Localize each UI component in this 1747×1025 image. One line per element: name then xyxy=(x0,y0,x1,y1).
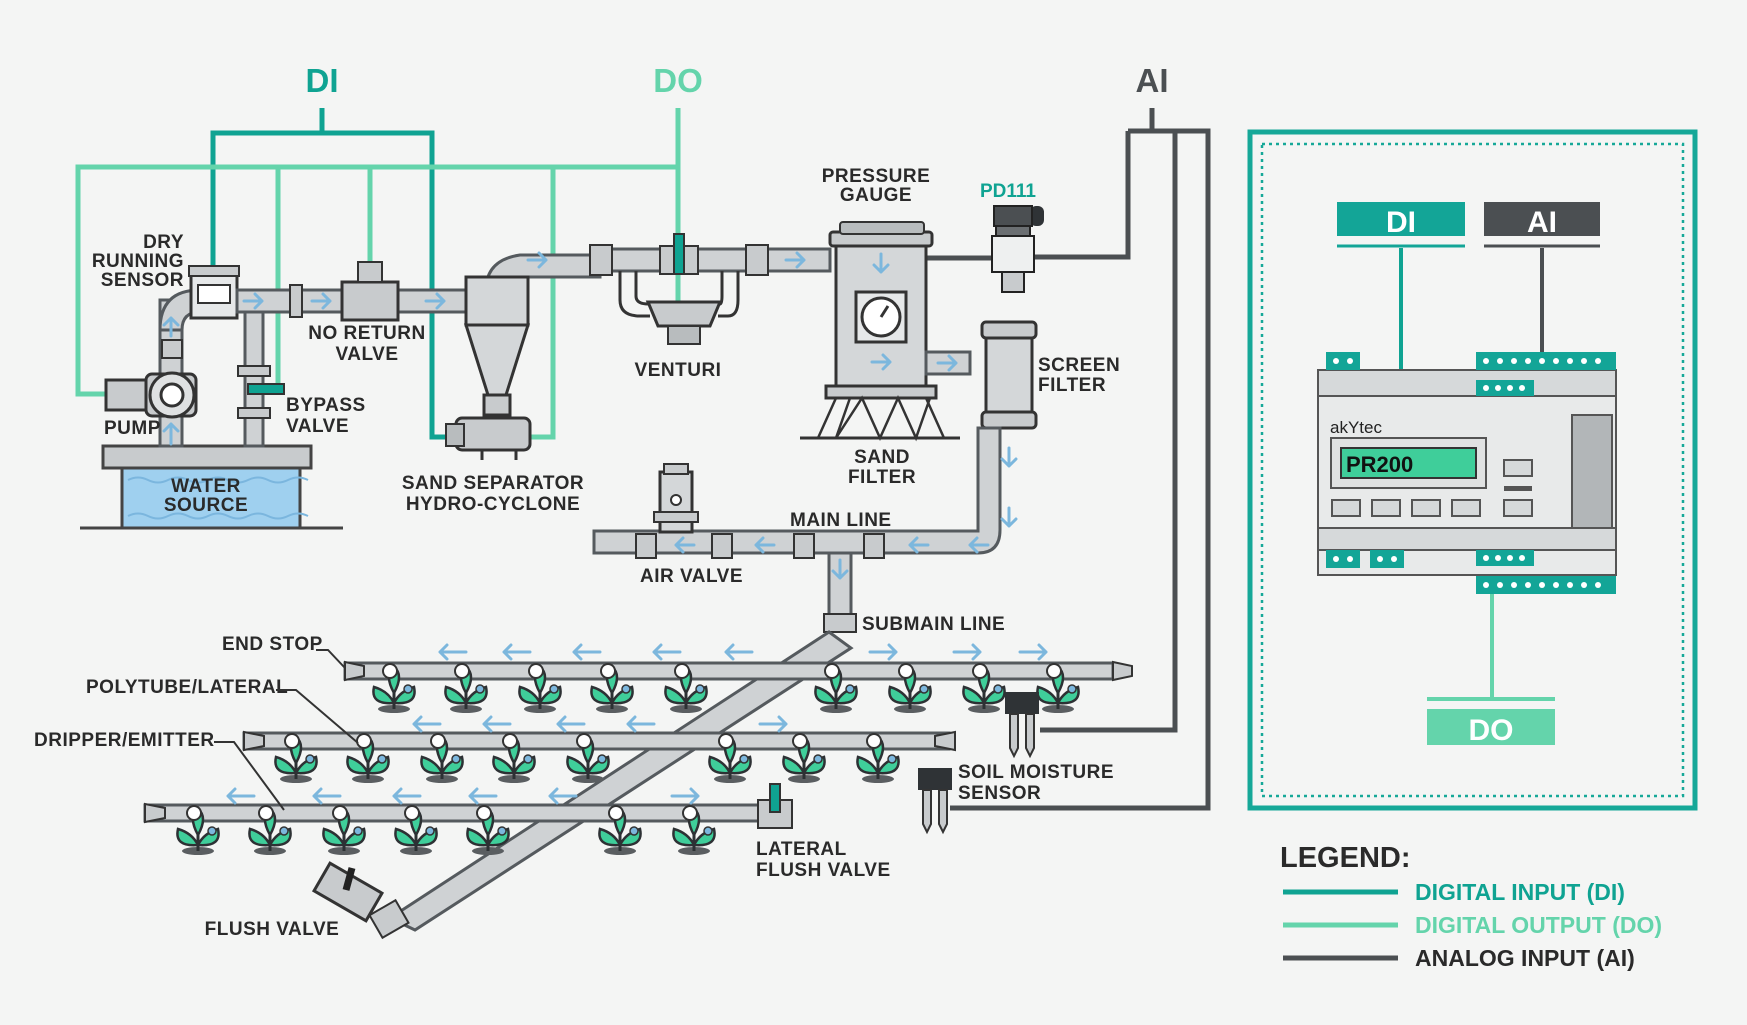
no-return-label-1: NO RETURN xyxy=(308,323,425,344)
dripper xyxy=(528,663,559,694)
lateral-flow-arrows xyxy=(226,643,1048,805)
no-return-label-2: VALVE xyxy=(335,344,398,365)
legend-item-ai: ANALOG INPUT (AI) xyxy=(1415,945,1635,971)
plant xyxy=(598,807,642,855)
dripper xyxy=(972,663,1003,694)
dry-running-sensor: DRY RUNNING SENSOR xyxy=(92,232,240,320)
polytube-label: POLYTUBE/LATERAL xyxy=(86,677,288,698)
dripper xyxy=(866,733,897,764)
lateral-flush-label-1: LATERAL xyxy=(756,839,847,860)
plants xyxy=(176,663,1080,855)
di-header: DI xyxy=(306,62,339,99)
dripper xyxy=(430,733,461,764)
air-valve-label: AIR VALVE xyxy=(640,566,743,587)
controller-brand: akYtec xyxy=(1330,418,1382,437)
dripper xyxy=(682,805,713,836)
soil-moisture-label-1: SOIL MOISTURE xyxy=(958,762,1114,783)
pressure-gauge-label-2: GAUGE xyxy=(840,185,912,206)
bypass-label-2: VALVE xyxy=(286,416,349,437)
dripper xyxy=(1046,663,1077,694)
sand-filter-label-2: FILTER xyxy=(848,467,916,488)
soil-moisture-sensors: SOIL MOISTURE SENSOR xyxy=(918,692,1114,835)
screen-filter-label-1: SCREEN xyxy=(1038,355,1120,376)
main-line: MAIN LINE xyxy=(592,426,1018,559)
pressure-gauge-label-1: PRESSURE xyxy=(822,166,931,187)
venturi-label: VENTURI xyxy=(635,360,722,381)
dripper-label: DRIPPER/EMITTER xyxy=(34,730,215,751)
legend-item-do: DIGITAL OUTPUT (DO) xyxy=(1415,912,1662,938)
dripper xyxy=(284,733,315,764)
field-labels: END STOP POLYTUBE/LATERAL DRIPPER/EMITTE… xyxy=(34,634,891,881)
dripper xyxy=(792,733,823,764)
pd111-label: PD111 xyxy=(980,181,1036,202)
venturi: VENTURI xyxy=(589,233,832,381)
sand-filter: PRESSURE GAUGE SAND FILTER xyxy=(800,166,960,488)
plant xyxy=(1036,665,1080,713)
pipe-top-left: NO RETURN VALVE BYPASS VALVE xyxy=(235,261,479,448)
controller-di-label: DI xyxy=(1386,206,1416,239)
legend-item-di: DIGITAL INPUT (DI) xyxy=(1415,879,1625,905)
dripper xyxy=(600,663,631,694)
dripper xyxy=(502,733,533,764)
do-header: DO xyxy=(653,62,703,99)
main-line-label: MAIN LINE xyxy=(790,510,892,531)
water-source-label-2: SOURCE xyxy=(164,495,248,516)
end-stop-label: END STOP xyxy=(222,634,323,655)
soil-moisture-label-2: SENSOR xyxy=(958,783,1041,804)
water-source: WATER SOURCE xyxy=(80,444,343,530)
controller-panel: DI AI akYtec PR200 xyxy=(1247,129,1698,811)
lateral-flush-label-2: FLUSH VALVE xyxy=(756,860,891,881)
sand-separator: SAND SEPARATOR HYDRO-CYCLONE xyxy=(402,251,602,515)
dripper xyxy=(454,663,485,694)
ai-header: AI xyxy=(1136,62,1169,99)
sand-separator-label-1: SAND SEPARATOR xyxy=(402,473,584,494)
bypass-label-1: BYPASS xyxy=(286,395,366,416)
sand-separator-label-2: HYDRO-CYCLONE xyxy=(406,494,580,515)
dripper xyxy=(186,805,217,836)
legend: LEGEND: DIGITAL INPUT (DI) DIGITAL OUTPU… xyxy=(1280,842,1662,971)
dripper xyxy=(258,805,289,836)
controller-do-label: DO xyxy=(1469,714,1514,747)
dripper xyxy=(404,805,435,836)
dripper xyxy=(576,733,607,764)
legend-title: LEGEND: xyxy=(1280,842,1411,874)
screen-filter-label-2: FILTER xyxy=(1038,375,1106,396)
pd111-sensor: PD111 xyxy=(980,181,1044,293)
flush-valve-label: FLUSH VALVE xyxy=(205,919,340,940)
dripper xyxy=(332,805,363,836)
sand-filter-label-1: SAND xyxy=(854,447,910,468)
di-wiring xyxy=(210,108,452,440)
air-valve: AIR VALVE xyxy=(640,463,743,587)
dripper xyxy=(476,805,507,836)
pump-label: PUMP xyxy=(104,418,161,439)
flush-valve: FLUSH VALVE xyxy=(205,861,385,940)
water-source-label-1: WATER xyxy=(171,476,241,497)
submain-line: SUBMAIN LINE xyxy=(368,551,1005,940)
dry-running-label-3: SENSOR xyxy=(101,270,184,291)
dripper xyxy=(674,663,705,694)
dry-running-label-1: DRY xyxy=(143,232,184,253)
dripper xyxy=(718,733,749,764)
screen-filter: SCREEN FILTER xyxy=(924,320,1120,430)
dry-running-label-2: RUNNING xyxy=(92,251,184,272)
dripper xyxy=(608,805,639,836)
dripper xyxy=(824,663,855,694)
dripper xyxy=(382,663,413,694)
dripper xyxy=(898,663,929,694)
controller-ai-label: AI xyxy=(1527,206,1557,239)
controller-model: PR200 xyxy=(1346,452,1413,477)
submain-line-label: SUBMAIN LINE xyxy=(862,614,1005,635)
